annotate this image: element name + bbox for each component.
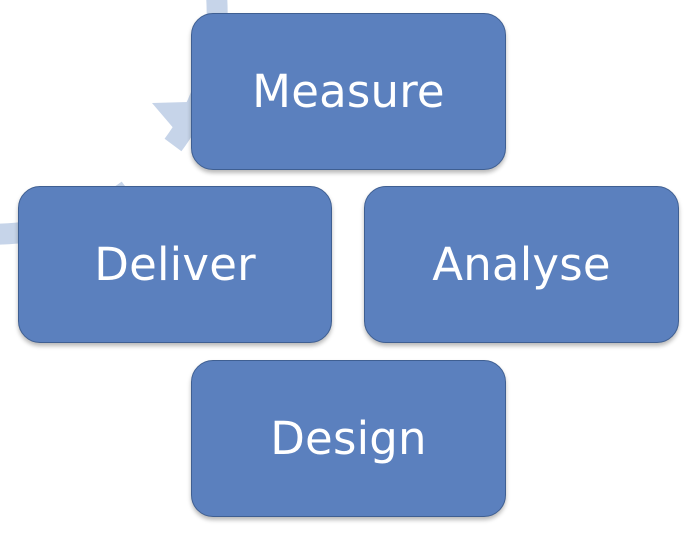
deliver-box[interactable]: Deliver	[18, 186, 332, 343]
measure-label: Measure	[252, 65, 445, 118]
analyse-label: Analyse	[432, 238, 611, 291]
design-box[interactable]: Design	[191, 360, 506, 517]
analyse-box[interactable]: Analyse	[364, 186, 679, 343]
deliver-label: Deliver	[94, 238, 256, 291]
measure-box[interactable]: Measure	[191, 13, 506, 170]
design-label: Design	[270, 412, 427, 465]
cycle-arrowhead	[152, 102, 188, 137]
